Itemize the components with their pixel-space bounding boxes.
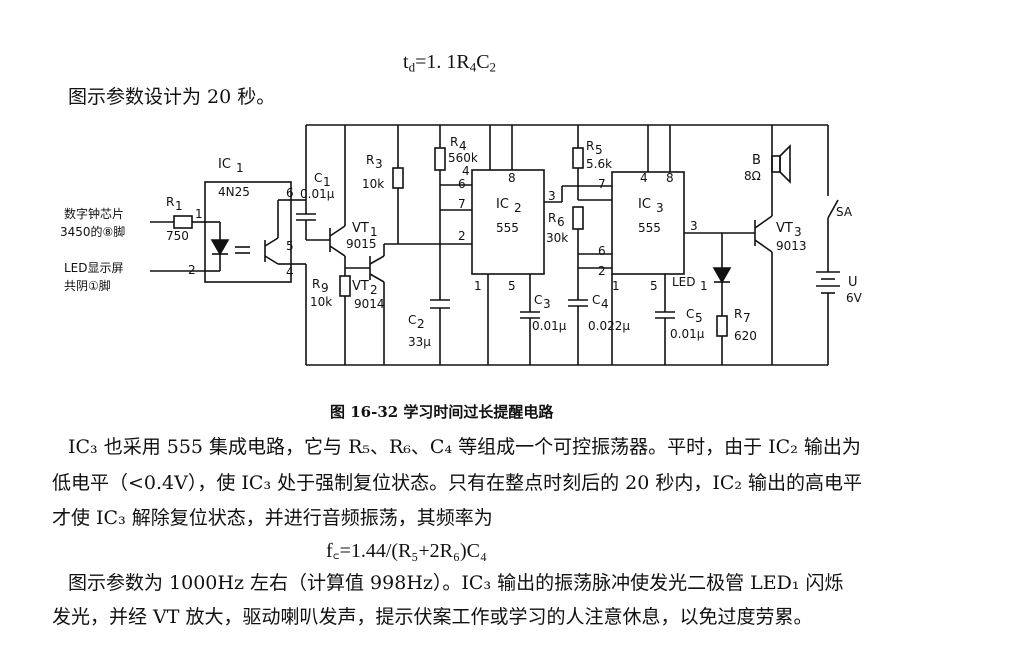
vt1-part: 9015 bbox=[346, 237, 377, 251]
vt2-part: 9014 bbox=[354, 297, 385, 311]
c5-label: C bbox=[686, 307, 694, 321]
svg-text:2: 2 bbox=[417, 317, 425, 331]
svg-text:3: 3 bbox=[794, 225, 802, 239]
ic2-label: IC bbox=[496, 197, 509, 212]
paragraph-1-line-1: IC₃ 也采用 555 集成电路，它与 R₅、R₆、C₄ 等组成一个可控振荡器。… bbox=[68, 436, 861, 458]
ic1-part-label: 4N25 bbox=[218, 185, 250, 199]
svg-text:1: 1 bbox=[195, 207, 203, 221]
svg-text:5: 5 bbox=[508, 279, 516, 293]
input-label-top-pin: 3450的⑧脚 bbox=[60, 224, 125, 239]
svg-text:5: 5 bbox=[286, 239, 294, 253]
vt2-label: VT bbox=[352, 279, 369, 294]
r4-value: 560k bbox=[448, 151, 478, 165]
svg-text:1: 1 bbox=[323, 175, 331, 189]
svg-text:8: 8 bbox=[666, 171, 674, 185]
r9-label: R bbox=[312, 277, 320, 291]
svg-text:8: 8 bbox=[508, 171, 516, 185]
speaker-label: B bbox=[752, 153, 761, 168]
formula-td: td=1. 1R4C2 bbox=[403, 51, 497, 75]
ic2-555 bbox=[471, 169, 545, 275]
input-label-bottom-pin: 共阴①脚 bbox=[64, 278, 111, 293]
svg-text:4: 4 bbox=[462, 164, 470, 178]
ic1-optocoupler bbox=[204, 181, 292, 283]
svg-text:1: 1 bbox=[236, 161, 244, 175]
r7-label: R bbox=[734, 307, 742, 321]
svg-text:1: 1 bbox=[474, 279, 482, 293]
svg-text:7: 7 bbox=[598, 177, 606, 191]
svg-text:4: 4 bbox=[640, 171, 648, 185]
r3-value: 10k bbox=[362, 177, 384, 191]
c2-value: 33μ bbox=[408, 335, 431, 349]
svg-text:1: 1 bbox=[175, 199, 183, 213]
input-label-top: 数字钟芯片 bbox=[64, 206, 124, 221]
svg-text:4: 4 bbox=[459, 139, 467, 153]
r6-label: R bbox=[548, 211, 556, 225]
svg-text:2: 2 bbox=[514, 201, 522, 215]
svg-text:9: 9 bbox=[321, 281, 329, 295]
vt1-label: VT bbox=[352, 221, 369, 236]
svg-text:2: 2 bbox=[188, 263, 196, 277]
formula-fc: f꜀=1.44/(R₅+2R₆)C₄ bbox=[326, 540, 487, 562]
paragraph-1-line-2: 低电平（<0.4V），使 IC₃ 处于强制复位状态。只有在整点时刻后的 20 秒… bbox=[52, 472, 863, 494]
design-parameter-line: 图示参数设计为 20 秒。 bbox=[68, 86, 276, 108]
svg-text:5: 5 bbox=[595, 143, 603, 157]
r5-label: R bbox=[586, 139, 594, 153]
svg-text:6: 6 bbox=[557, 215, 565, 229]
svg-text:3: 3 bbox=[548, 189, 556, 203]
c4-label: C bbox=[592, 293, 600, 307]
ic1-label: IC bbox=[218, 157, 231, 172]
battery-label: U bbox=[848, 275, 858, 290]
c1-value: 0.01μ bbox=[300, 187, 335, 201]
r3-label: R bbox=[366, 153, 374, 167]
svg-text:3: 3 bbox=[543, 297, 551, 311]
circuit-diagram: 数字钟芯片 3450的⑧脚 LED显示屏 共阴①脚 IC 1 4N25 R 1 … bbox=[60, 124, 863, 366]
r5-value: 5.6k bbox=[586, 157, 612, 171]
svg-text:5: 5 bbox=[650, 279, 658, 293]
svg-text:7: 7 bbox=[743, 311, 751, 325]
switch-label: SA bbox=[836, 205, 853, 219]
r7-value: 620 bbox=[734, 329, 757, 343]
svg-text:6: 6 bbox=[458, 177, 466, 191]
svg-text:1: 1 bbox=[700, 279, 708, 293]
paragraph-2-line-1: 图示参数为 1000Hz 左右（计算值 998Hz）。IC₃ 输出的振荡脉冲使发… bbox=[68, 572, 844, 594]
r4-label: R bbox=[450, 135, 458, 149]
svg-text:3: 3 bbox=[690, 219, 698, 233]
ic3-part: 555 bbox=[638, 221, 661, 235]
speaker-value: 8Ω bbox=[744, 169, 761, 183]
svg-text:2: 2 bbox=[370, 283, 378, 297]
c5-value: 0.01μ bbox=[670, 327, 705, 341]
vt3-label: VT bbox=[776, 221, 793, 236]
svg-text:4: 4 bbox=[601, 297, 609, 311]
svg-text:2: 2 bbox=[458, 229, 466, 243]
svg-text:3: 3 bbox=[375, 157, 383, 171]
vt3-part: 9013 bbox=[776, 239, 807, 253]
c2-label: C bbox=[408, 313, 416, 327]
r9-value: 10k bbox=[310, 295, 332, 309]
led1-label: LED bbox=[672, 275, 696, 289]
r6-value: 30k bbox=[546, 231, 568, 245]
ic2-part: 555 bbox=[496, 221, 519, 235]
c3-value: 0.01μ bbox=[532, 319, 567, 333]
paragraph-1-line-3: 才使 IC₃ 解除复位状态，并进行音频振荡，其频率为 bbox=[52, 507, 493, 529]
r1-resistor bbox=[173, 215, 193, 229]
figure-caption: 图 16-32 学习时间过长提醒电路 bbox=[330, 403, 554, 421]
svg-text:7: 7 bbox=[458, 197, 466, 211]
battery-value: 6V bbox=[846, 291, 863, 305]
svg-text:3: 3 bbox=[656, 201, 664, 215]
svg-text:6: 6 bbox=[598, 244, 606, 258]
ic3-label: IC bbox=[638, 197, 651, 212]
svg-text:4: 4 bbox=[286, 265, 294, 279]
svg-text:2: 2 bbox=[598, 264, 606, 278]
paragraph-2-line-2: 发光，并经 VT 放大，驱动喇叭发声，提示伏案工作或学习的人注意休息，以免过度劳… bbox=[52, 606, 813, 628]
svg-text:1: 1 bbox=[612, 279, 620, 293]
r1-label: R bbox=[166, 195, 174, 209]
c1-label: C bbox=[314, 171, 322, 185]
c3-label: C bbox=[534, 293, 542, 307]
c4-value: 0.022μ bbox=[588, 319, 630, 333]
r1-value: 750 bbox=[166, 229, 189, 243]
svg-text:5: 5 bbox=[695, 311, 703, 325]
svg-text:6: 6 bbox=[286, 186, 294, 200]
svg-text:1: 1 bbox=[370, 225, 378, 239]
input-label-bottom: LED显示屏 bbox=[64, 261, 124, 275]
